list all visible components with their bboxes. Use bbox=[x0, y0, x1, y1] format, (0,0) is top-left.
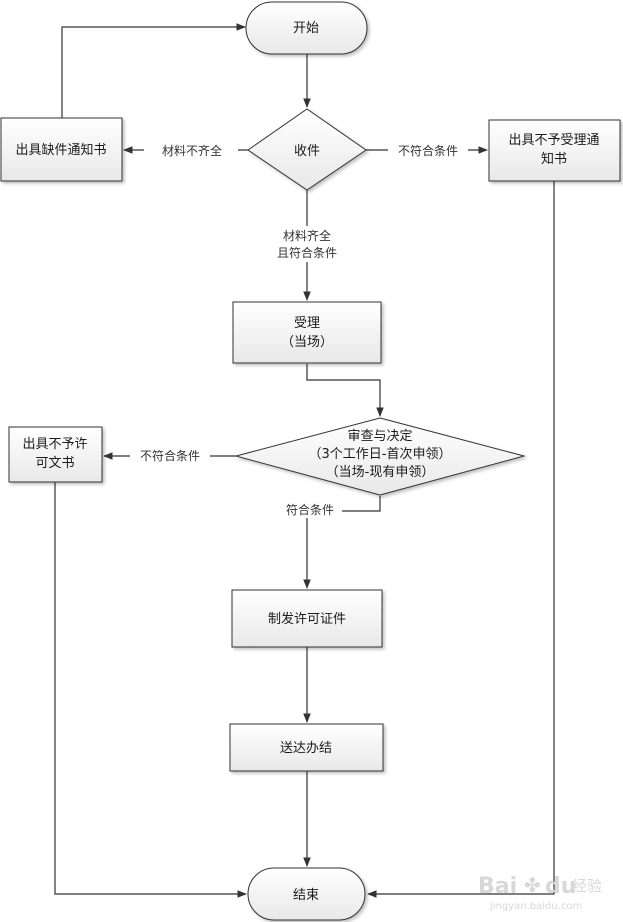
edge-missing-to-start bbox=[61, 23, 246, 118]
label-not-qualified-top: 不符合条件 bbox=[398, 143, 458, 158]
node-review-label-1: 审查与决定 bbox=[347, 429, 412, 444]
label-materials-complete-1: 材料齐全 bbox=[283, 228, 331, 243]
node-accept-label-2: （当场） bbox=[281, 335, 333, 350]
node-issue-license: 制发许可证件 bbox=[231, 589, 383, 648]
node-receive: 收件 bbox=[247, 108, 367, 191]
node-missing-notice: 出具缺件通知书 bbox=[0, 117, 123, 182]
label-materials-incomplete: 材料不齐全 bbox=[162, 143, 222, 158]
node-end: 结束 bbox=[247, 867, 366, 921]
watermark-brand: Bai bbox=[478, 874, 517, 899]
baidu-watermark: Bai ✤ du 经验 jingyan.baidu.com bbox=[478, 873, 602, 912]
node-reject-notice-label-2: 知书 bbox=[541, 151, 567, 167]
node-missing-notice-label: 出具缺件通知书 bbox=[15, 142, 106, 158]
node-start: 开始 bbox=[245, 1, 368, 55]
node-start-label: 开始 bbox=[293, 21, 319, 36]
node-accept-label-1: 受理 bbox=[294, 316, 320, 331]
node-deliver: 送达办结 bbox=[229, 723, 384, 772]
node-deny-permit-label-2: 可文书 bbox=[35, 456, 74, 471]
paw-icon: ✤ bbox=[524, 873, 541, 897]
node-reject-notice: 出具不予受理通 知书 bbox=[488, 119, 621, 182]
node-issue-license-label: 制发许可证件 bbox=[268, 611, 346, 627]
label-not-qualified-mid: 不符合条件 bbox=[140, 448, 200, 463]
watermark-suffix: 经验 bbox=[572, 877, 602, 895]
node-review: 审查与决定 （3个工作日-首次申领） （当场-现有申领） bbox=[234, 417, 526, 496]
label-materials-complete-2: 且符合条件 bbox=[277, 245, 337, 260]
watermark-brand2: du bbox=[545, 874, 576, 899]
label-qualified: 符合条件 bbox=[286, 502, 334, 517]
node-end-label: 结束 bbox=[293, 888, 319, 903]
edge-accept-to-review bbox=[306, 364, 384, 417]
edge-deny-to-end bbox=[54, 482, 247, 898]
node-accept: 受理 （当场） bbox=[232, 301, 382, 364]
watermark-url: jingyan.baidu.com bbox=[489, 901, 582, 912]
edge-labels: 材料不齐全 不符合条件 材料齐全 且符合条件 不符合条件 符合条件 bbox=[130, 141, 468, 518]
node-deliver-label: 送达办结 bbox=[280, 741, 332, 756]
node-receive-label: 收件 bbox=[294, 144, 320, 159]
node-deny-permit: 出具不予许 可文书 bbox=[8, 426, 103, 483]
node-review-label-3: （当场-现有申领） bbox=[326, 465, 435, 480]
edge-reject-to-end bbox=[367, 181, 555, 898]
node-review-label-2: （3个工作日-首次申领） bbox=[309, 446, 452, 462]
node-reject-notice-label-1: 出具不予受理通 bbox=[508, 133, 599, 148]
node-deny-permit-label-1: 出具不予许 bbox=[22, 437, 87, 452]
edge-review-to-issue bbox=[303, 496, 381, 589]
